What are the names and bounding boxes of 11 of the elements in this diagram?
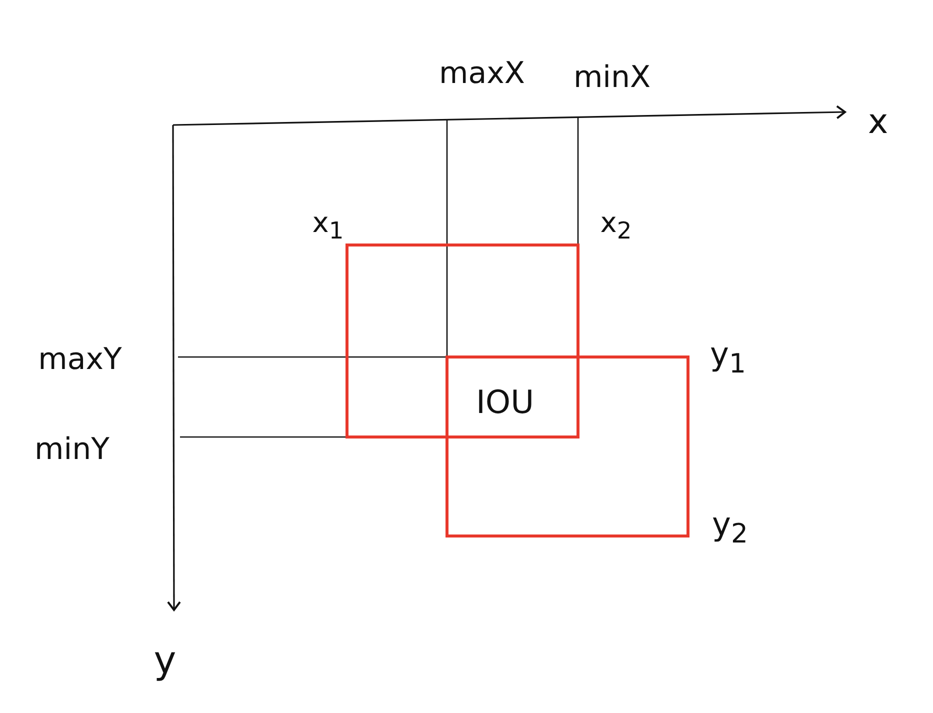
axis-label: x xyxy=(868,105,888,139)
axis-label: IOU xyxy=(476,386,534,418)
axis-label: x$_{1}$ xyxy=(312,209,344,243)
axis-label: minY xyxy=(34,435,110,465)
axis-label: y xyxy=(154,641,176,679)
axis-label: maxX xyxy=(439,59,525,89)
axis-label: x$_{2}$ xyxy=(600,209,632,243)
axis-label: minX xyxy=(573,63,651,93)
axis-label: y$_{1}$ xyxy=(710,338,746,378)
axis-label: maxY xyxy=(38,345,122,375)
axis-label: y$_{2}$ xyxy=(712,508,748,548)
